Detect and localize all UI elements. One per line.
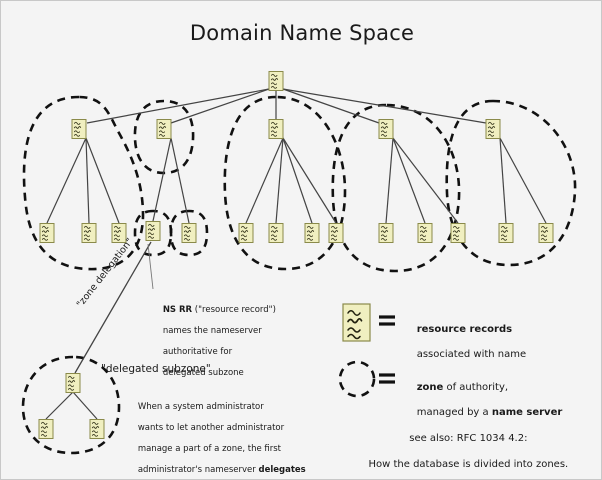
edge-root-mid (170, 88, 270, 124)
node-l7[interactable] (268, 223, 284, 243)
edge-left-l3 (85, 137, 120, 224)
edge-right-l12 (392, 137, 459, 224)
edge-right-l10 (385, 137, 394, 224)
node-s-parent[interactable] (65, 373, 81, 393)
tree-edges (45, 88, 547, 420)
node-n-mid[interactable] (156, 119, 172, 139)
zone-outline-far-right (445, 99, 577, 267)
edge-root-left (86, 88, 270, 124)
node-n-right[interactable] (378, 119, 394, 139)
node-l12[interactable] (450, 223, 466, 243)
legend-zone-bold: zone (416, 381, 444, 393)
node-root[interactable] (268, 71, 284, 91)
legend-zone-line2-pre: managed by a (416, 406, 492, 418)
node-l5[interactable] (181, 223, 197, 243)
edge-root-far-right (282, 88, 487, 124)
ns-rr-lead: NS RR (162, 304, 193, 315)
page-title: Domain Name Space (189, 21, 415, 45)
edge-left-l1 (46, 137, 87, 224)
node-l10[interactable] (378, 223, 394, 243)
zone-outline-right (331, 103, 461, 273)
ns-rr-pointer (147, 243, 154, 290)
edge-far-right-l14 (499, 137, 547, 224)
ns-rr-line-4: delegated subzone (162, 367, 244, 378)
subzone-line-2: wants to let another administrator (137, 422, 285, 433)
legend-records-label: resource records associated with name (404, 311, 526, 374)
legend-equals-zone (379, 373, 395, 384)
node-s-child-2[interactable] (89, 419, 105, 439)
legend-records-bold: resource records (416, 323, 513, 335)
subzone-line-4-pre: administrator's nameserver (137, 464, 259, 475)
ns-rr-annotation: NS RR ("resource record") names the name… (152, 294, 276, 389)
node-l8[interactable] (304, 223, 320, 243)
node-n-left[interactable] (71, 119, 87, 139)
legend-graphics (338, 303, 395, 398)
subzone-line-1: When a system administrator (137, 401, 264, 412)
node-l6[interactable] (238, 223, 254, 243)
delegated-subzone-body: When a system administrator wants to let… (127, 391, 306, 479)
edge-center-l8 (282, 137, 313, 224)
edge-mid-l5 (170, 137, 190, 224)
edge-center-l6 (245, 137, 284, 224)
subzone-line-3: manage a part of a zone, the first (137, 443, 282, 454)
node-l14[interactable] (538, 223, 554, 243)
zone-outline-left (22, 95, 145, 271)
legend-records-rest: associated with name (416, 348, 527, 360)
ns-rr-line-3: authoritative for (162, 346, 233, 357)
edge-center-l9 (282, 137, 337, 224)
node-s-child-1[interactable] (38, 419, 54, 439)
legend-zone-rest: of authority, (443, 381, 509, 393)
edge-root-right (282, 88, 380, 124)
zone-outline-center (223, 95, 347, 271)
see-also-note: see also: RFC 1034 4.2: How the database… (337, 419, 587, 479)
node-l2[interactable] (81, 223, 97, 243)
node-l9[interactable] (328, 223, 344, 243)
subzone-line-4-bold: delegates (258, 464, 306, 475)
edge-right-l11 (392, 137, 426, 224)
node-n-center[interactable] (268, 119, 284, 139)
legend-equals-records (379, 315, 395, 326)
legend-zone-icon (338, 360, 376, 398)
ns-rr-line-2: names the nameserver (162, 325, 262, 336)
node-l4[interactable] (145, 221, 161, 241)
edge-far-right-l13 (499, 137, 507, 224)
delegation-edge (74, 241, 152, 374)
delegated-subzone-title: "delegated subzone" (101, 363, 211, 375)
edge-center-l7 (275, 137, 284, 224)
edge-subzone-child-1 (45, 391, 74, 420)
legend-record-icon (342, 303, 371, 342)
legend-zone-line2-bold: name server (491, 406, 563, 418)
node-l13[interactable] (498, 223, 514, 243)
edge-mid-l4 (152, 137, 172, 222)
edge-left-l2 (85, 137, 90, 224)
node-n-far-right[interactable] (485, 119, 501, 139)
see-also-line-1: see also: RFC 1034 4.2: (409, 433, 528, 444)
ns-rr-line-1: ("resource record") (192, 304, 276, 315)
legend-zone-label: zone of authority, managed by a name ser… (404, 369, 563, 432)
see-also-line-2: How the database is divided into zones. (368, 459, 569, 470)
node-l1[interactable] (39, 223, 55, 243)
zone-outline-delegated-subzone (21, 355, 121, 455)
edge-subzone-child-2 (72, 391, 98, 420)
node-l11[interactable] (417, 223, 433, 243)
